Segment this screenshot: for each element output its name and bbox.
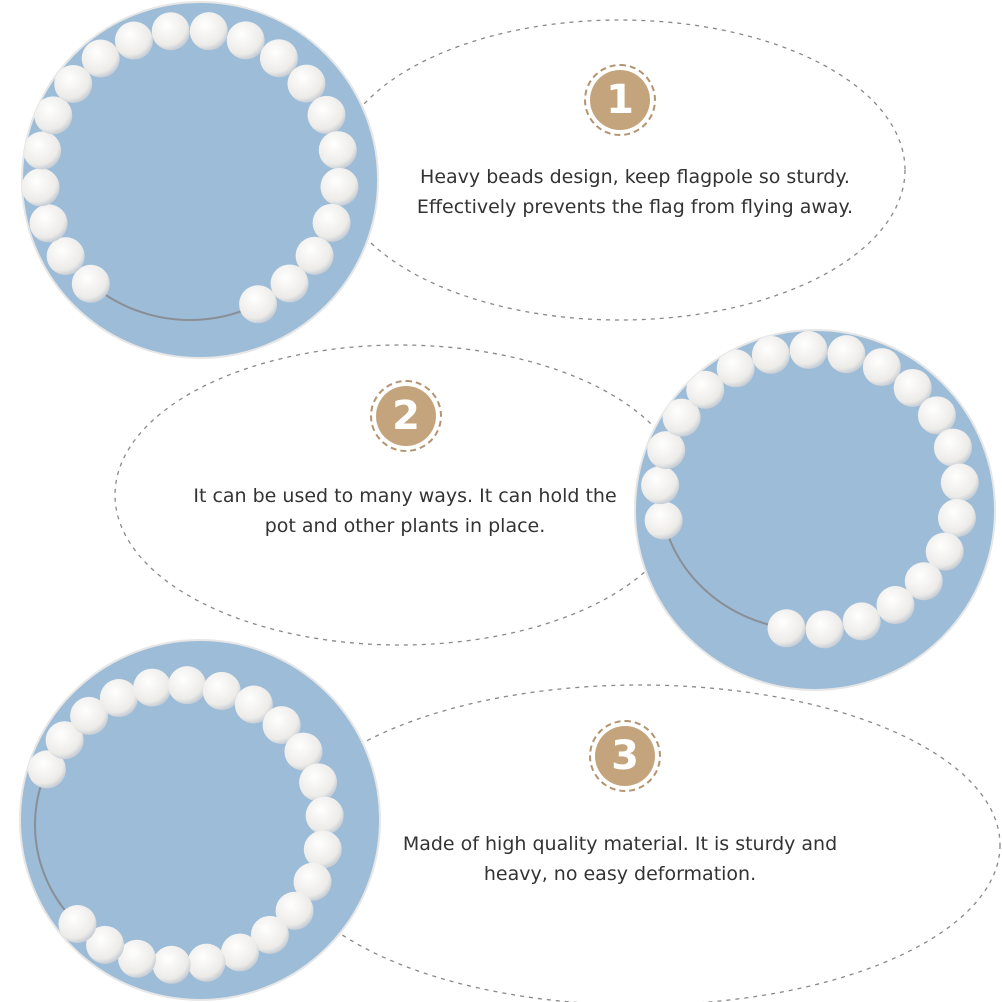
product-photo-2 [634,329,996,691]
feature-1-line2: Effectively prevents the flag from flyin… [416,196,854,218]
bead [937,498,976,537]
product-photo-3 [19,639,381,1001]
feature-3-text: Made of high quality material. It is stu… [345,829,895,889]
bead [876,586,915,625]
bead [58,904,97,943]
bead [234,685,273,724]
bead [151,12,190,51]
bead [259,39,298,78]
bead [842,602,881,641]
bead [220,933,259,972]
bead [189,12,228,51]
bead [168,666,207,705]
feature-3-line1: Made of high quality material. It is stu… [402,833,838,855]
bead [827,335,866,374]
bead [81,39,120,78]
feature-2-line1: It can be used to many ways. It can hold… [193,485,617,507]
bead [789,331,828,370]
dashed-ellipse-1 [334,19,906,321]
bead [917,396,956,435]
bead [295,236,334,275]
bead [284,732,323,771]
bead [318,131,357,170]
bead [940,463,979,502]
bead [686,370,725,409]
bead [644,501,683,540]
feature-2-line2: pot and other plants in place. [264,515,546,537]
bead [118,939,157,978]
bead [933,428,972,467]
product-photo-1 [21,1,379,359]
bead [71,264,110,303]
feature-1-text: Heavy beads design, keep flagpole so stu… [360,162,910,222]
bead [716,349,755,388]
bead [275,891,314,930]
bead [152,945,191,984]
bead [303,830,342,869]
bead [22,168,60,207]
bead [312,203,351,242]
step-badge-1: 1 [584,64,656,136]
bead [239,285,278,324]
bead [270,264,309,303]
feature-3-line2: heavy, no easy deformation. [483,863,757,885]
feature-2-text: It can be used to many ways. It can hold… [100,481,710,541]
bead [641,466,680,505]
bead [34,96,73,135]
bead [299,763,338,802]
bead [904,562,943,601]
bead [45,721,84,760]
bead [287,64,326,103]
bead [305,796,344,835]
step-badge-2: 2 [370,380,442,452]
bead [293,862,332,901]
bead [29,204,68,243]
bead [27,750,66,789]
bead [54,64,93,103]
bead [262,706,301,745]
bead [647,431,686,470]
bead [307,95,346,134]
bead [99,679,138,718]
bead [925,532,964,571]
bead [320,167,359,206]
bead [86,925,125,964]
bead [662,398,701,437]
bead [133,668,172,707]
feature-1-line1: Heavy beads design, keep flagpole so stu… [420,166,850,188]
bead [46,237,85,276]
bead [805,610,844,649]
bead [751,335,790,374]
bead [70,696,109,735]
bead [23,131,62,170]
bead [893,368,932,407]
bead [767,609,806,648]
bead [862,348,901,387]
bead [114,21,153,60]
bead [250,915,289,954]
bead [202,671,241,710]
bead [226,21,265,60]
step-badge-3: 3 [589,720,661,792]
bead [187,943,226,982]
